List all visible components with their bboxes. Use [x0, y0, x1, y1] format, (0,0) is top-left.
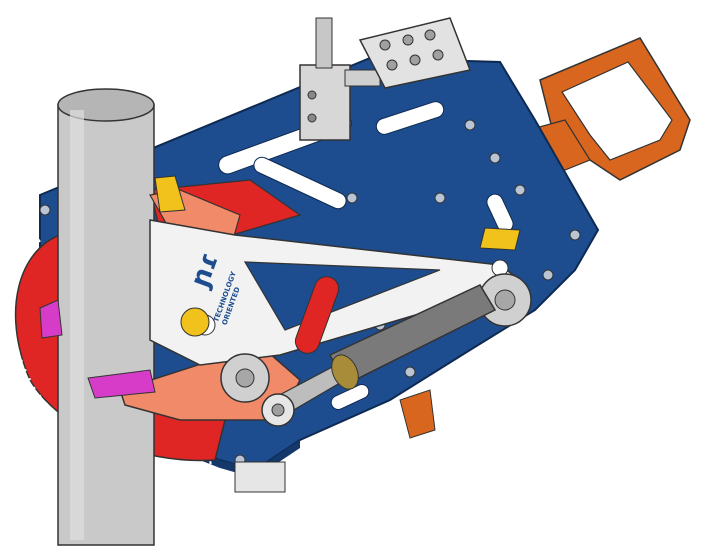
wheel-left-hub [235, 368, 255, 388]
manifold-port [386, 59, 398, 71]
pipe-highlight [70, 110, 84, 540]
bolt [569, 229, 581, 241]
clamp-upper [39, 299, 63, 339]
valve-port [307, 113, 317, 123]
manifold-port [409, 54, 421, 66]
cylinder-end-pin [271, 403, 285, 417]
valve-fitting [344, 69, 381, 87]
bolt [434, 192, 446, 204]
cylinder-collar [331, 354, 359, 390]
bolt [464, 119, 476, 131]
slot-3 [253, 156, 347, 210]
valve-assembly [299, 17, 381, 141]
bolt [39, 204, 51, 216]
manifold-port [424, 29, 436, 41]
slot-2 [375, 101, 445, 135]
arm-cutout [243, 261, 441, 331]
bolt [542, 269, 554, 281]
clamp-lower [87, 369, 156, 399]
manifold-port [379, 39, 391, 51]
manifold-block [358, 17, 472, 89]
manifold-port [432, 49, 444, 61]
yellow-block-right [479, 227, 521, 251]
slot-5 [330, 384, 370, 410]
valve-block-icon [299, 64, 351, 141]
wheel-right-hub [494, 289, 516, 311]
manifold-icon [358, 17, 472, 89]
bracket-lower [399, 389, 436, 439]
bolt [346, 192, 358, 204]
manifold-port [402, 34, 414, 46]
support-block [234, 461, 286, 493]
valve-port [307, 90, 317, 100]
yellow-pivot [180, 307, 210, 337]
bolt [514, 184, 526, 196]
bolt [489, 152, 501, 164]
handle-hole [561, 61, 673, 161]
pipe [57, 88, 155, 546]
valve-stem [315, 17, 333, 69]
yellow-block-left [154, 175, 186, 213]
bolt [404, 366, 416, 378]
hydraulic-cylinder [261, 284, 497, 427]
red-link [294, 276, 340, 354]
